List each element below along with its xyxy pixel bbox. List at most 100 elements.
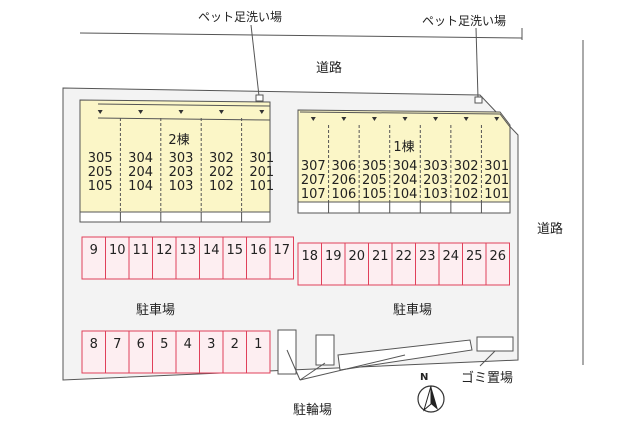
garbage-leader (479, 350, 496, 367)
room-number: 305 (362, 159, 387, 174)
parking-space-26 (485, 242, 510, 286)
parking-space-number: 6 (137, 337, 145, 352)
room-number: 206 (331, 173, 356, 188)
parking-left-label: 駐車場 (136, 303, 176, 318)
room-number: 201 (484, 173, 509, 188)
room-number: 203 (169, 165, 194, 180)
building-2-corridor (97, 103, 271, 121)
entrance-arrow-icon (402, 117, 408, 121)
parking-space-number: 13 (179, 243, 196, 258)
parking-space-number: 8 (90, 337, 98, 352)
room-number: 307 (301, 159, 326, 174)
pet-wash-label-1: ペット足洗い場 (198, 10, 283, 24)
parking-space-17 (269, 236, 294, 280)
parking-space-number: 25 (466, 249, 483, 264)
room-number: 102 (209, 179, 234, 194)
parking-space-number: 26 (489, 249, 506, 264)
room-number: 302 (454, 159, 479, 174)
room-number: 103 (423, 187, 448, 202)
room-number: 306 (331, 159, 356, 174)
parking-space-number: 20 (348, 249, 365, 264)
bicycle-leader-3 (299, 354, 406, 381)
entrance-arrow-icon (371, 117, 377, 121)
entrance-arrow-icon (463, 117, 469, 121)
north-arrow-icon (417, 385, 445, 413)
building-name: 2棟 (168, 133, 189, 148)
bicycle-leader-1 (286, 349, 301, 381)
room-number: 207 (301, 173, 326, 188)
room-number: 102 (454, 187, 479, 202)
parking-space-number: 5 (160, 337, 168, 352)
building-2: 305 304 303 302 301 205 204 203 202 201 105 104 103 1… (79, 99, 274, 223)
parking-right-label: 駐車場 (393, 303, 433, 318)
room-number: 106 (331, 187, 356, 202)
entrance-arrow-icon (97, 110, 103, 114)
north-label: N (420, 372, 429, 383)
parking-space-number: 12 (156, 243, 173, 258)
parking-space-number: 3 (207, 337, 215, 352)
room-number: 201 (249, 165, 274, 180)
entrance-arrow-icon (310, 117, 316, 121)
room-number: 101 (484, 187, 509, 202)
garbage-label: ゴミ置場 (461, 371, 514, 386)
room-number: 107 (301, 187, 326, 202)
entrance-arrow-icon (341, 117, 347, 121)
room-number: 303 (169, 151, 194, 166)
room-number: 305 (88, 151, 113, 166)
parking-space-number: 19 (325, 249, 342, 264)
pet-wash-leader-1 (250, 24, 260, 97)
building-name: 1棟 (393, 140, 414, 155)
room-number: 202 (209, 165, 234, 180)
parking-space-number: 4 (184, 337, 192, 352)
road-top-label: 道路 (316, 61, 343, 76)
parking-space-number: 24 (442, 249, 459, 264)
room-number: 103 (169, 179, 194, 194)
room-number: 105 (88, 179, 113, 194)
parking-space-number: 1 (254, 337, 262, 352)
room-number: 104 (128, 179, 153, 194)
pet-wash-box-1 (255, 94, 264, 102)
room-number: 104 (393, 187, 418, 202)
parking-space-number: 16 (250, 243, 267, 258)
building-1-corridor (299, 111, 511, 135)
parking-space-number: 11 (132, 243, 149, 258)
building-2-balcony (79, 211, 271, 223)
road-top-line (79, 32, 523, 39)
parking-space-number: 15 (226, 243, 243, 258)
room-number: 202 (454, 173, 479, 188)
room-number: 101 (249, 179, 274, 194)
bicycle-leader-2 (299, 362, 326, 381)
room-number: 105 (362, 187, 387, 202)
parking-space-1 (246, 330, 271, 374)
pet-wash-box-2 (474, 96, 483, 104)
room-number: 303 (423, 159, 448, 174)
room-number: 301 (249, 151, 274, 166)
entrance-arrow-icon (218, 110, 224, 114)
room-number: 205 (88, 165, 113, 180)
parking-space-number: 9 (90, 243, 98, 258)
parking-space-number: 23 (419, 249, 436, 264)
room-number: 304 (128, 151, 153, 166)
parking-space-number: 14 (203, 243, 220, 258)
building-1-body (297, 109, 511, 203)
building-1-balcony (297, 201, 511, 214)
entrance-arrow-icon (178, 110, 184, 114)
room-number: 301 (484, 159, 509, 174)
entrance-arrow-icon (494, 117, 500, 121)
room-number: 204 (393, 173, 418, 188)
parking-space-number: 22 (395, 249, 412, 264)
pet-wash-leader-2 (475, 27, 479, 99)
room-number: 204 (128, 165, 153, 180)
parking-space-number: 7 (113, 337, 121, 352)
garbage-box (476, 336, 514, 352)
room-number: 304 (393, 159, 418, 174)
room-number: 302 (209, 151, 234, 166)
parking-space-number: 10 (109, 243, 126, 258)
entrance-arrow-icon (433, 117, 439, 121)
entrance-arrow-icon (259, 110, 265, 114)
parking-space-number: 2 (231, 337, 239, 352)
entrance-arrow-icon (138, 110, 144, 114)
